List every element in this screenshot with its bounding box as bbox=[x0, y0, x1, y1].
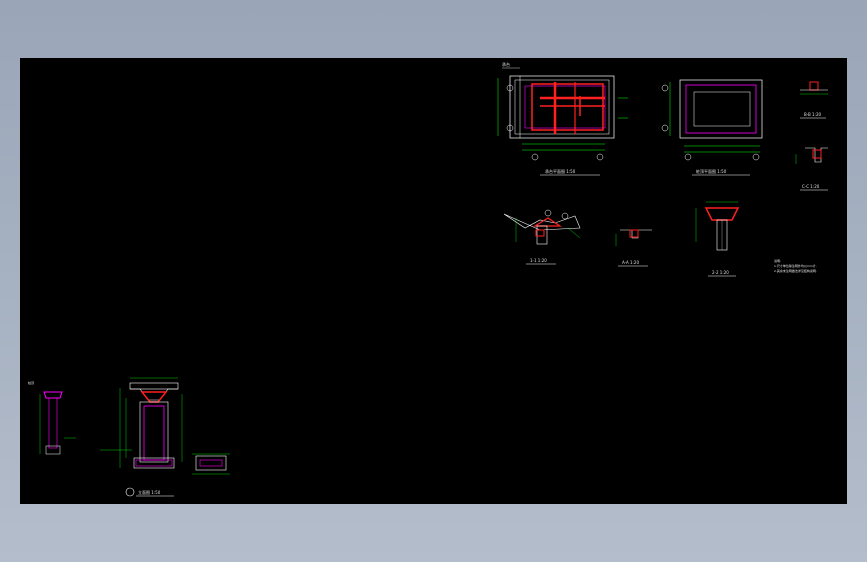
detail-c: C-C 1:20 bbox=[795, 147, 828, 191]
cad-drawing-canvas: 承台 承台平面图 1:50 桩顶平面图 1:50 B-B 1:20 C-C 1:… bbox=[28, 61, 828, 497]
detail-b-title: B-B 1:20 bbox=[804, 112, 821, 117]
section-1-1-title: 1-1 1:20 bbox=[530, 258, 547, 263]
plan-view-2: 桩顶平面图 1:50 bbox=[661, 79, 763, 176]
svg-text:桩顶: 桩顶 bbox=[28, 380, 34, 385]
detail-b: B-B 1:20 bbox=[800, 81, 828, 119]
section-a-a: A-A 1:20 bbox=[615, 229, 652, 267]
cad-model-viewport[interactable]: 承台 承台平面图 1:50 桩顶平面图 1:50 B-B 1:20 C-C 1:… bbox=[20, 58, 847, 504]
elevation-small-right bbox=[192, 453, 230, 475]
section-1-1: 1-1 1:20 bbox=[503, 209, 581, 265]
plan-view-1: 承台 承台平面图 1:50 bbox=[497, 61, 628, 176]
section-2-2-title: 2-2 1:20 bbox=[712, 270, 729, 275]
svg-text:承台: 承台 bbox=[502, 61, 510, 67]
elevation-left-small: 桩顶 bbox=[28, 380, 76, 455]
plan-view-1-title: 承台平面图 1:50 bbox=[545, 168, 576, 174]
detail-c-title: C-C 1:20 bbox=[802, 184, 820, 189]
plan-view-2-title: 桩顶平面图 1:50 bbox=[696, 168, 727, 174]
note-2: 2.其余未注明做法详见结构说明. bbox=[774, 268, 817, 273]
svg-text:说明:: 说明: bbox=[774, 258, 781, 263]
elevation-main: 立面图 1:50 bbox=[100, 377, 183, 497]
elevation-title: 立面图 1:50 bbox=[138, 489, 161, 495]
notes-block: 说明: 1.尺寸单位除注明外均以mm计. 2.其余未注明做法详见结构说明. bbox=[774, 258, 817, 273]
section-2-2: 2-2 1:20 bbox=[695, 201, 740, 277]
section-a-a-title: A-A 1:20 bbox=[622, 260, 639, 265]
note-1: 1.尺寸单位除注明外均以mm计. bbox=[774, 263, 817, 268]
